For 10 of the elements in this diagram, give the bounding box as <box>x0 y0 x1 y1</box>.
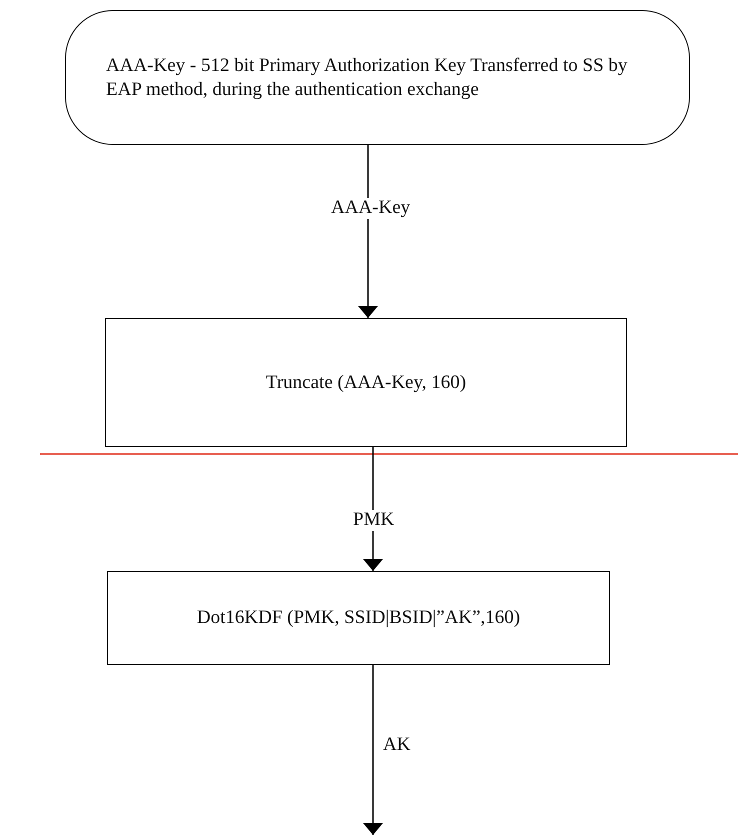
node-text: AAA-Key - 512 bit Primary Authorization Key Transferred to SS by EAP method, during the authentication exchange <box>106 54 628 102</box>
edge-label: PMK <box>352 510 396 531</box>
arrow <box>358 145 378 318</box>
process-box <box>107 571 610 665</box>
node-text: Truncate (AAA-Key, 160) <box>266 370 466 394</box>
process-box <box>105 318 627 447</box>
edge-label: AAA-Key <box>330 198 412 219</box>
node-text: Dot16KDF (PMK, SSID|BSID|”AK”,160) <box>196 606 520 630</box>
terminal-box <box>65 10 690 145</box>
arrow <box>363 665 383 835</box>
